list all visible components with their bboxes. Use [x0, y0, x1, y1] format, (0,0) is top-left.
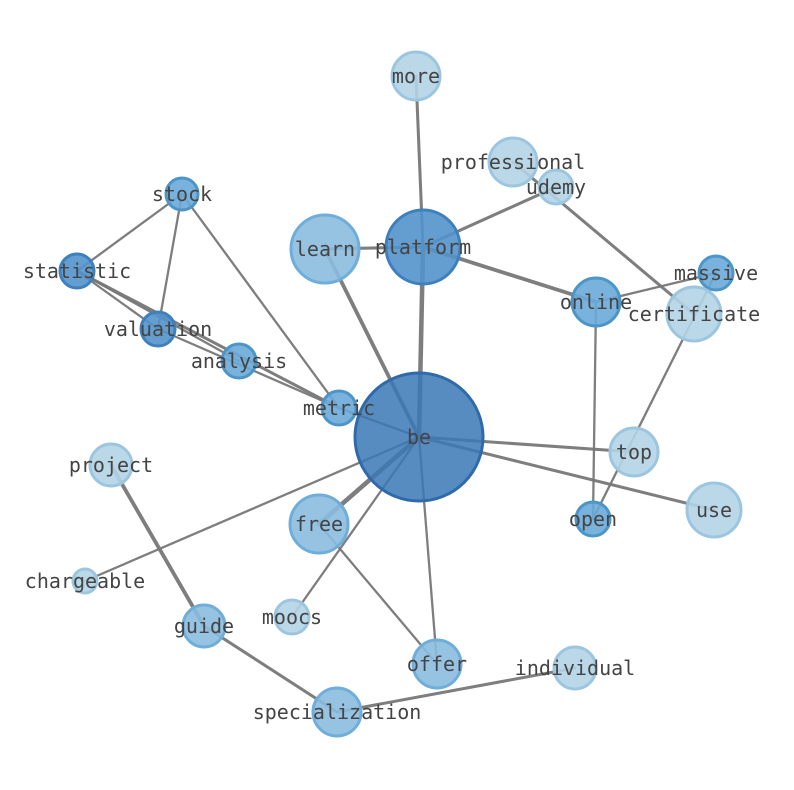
label-individual: individual [515, 656, 635, 680]
label-project: project [69, 453, 153, 477]
label-platform: platform [375, 235, 471, 259]
label-udemy: udemy [526, 175, 586, 199]
node-offer [411, 638, 463, 690]
label-professional: professional [441, 150, 586, 174]
label-use: use [696, 498, 732, 522]
edge-specialization-individual [335, 666, 577, 714]
label-guide: guide [174, 614, 234, 638]
edge-guide-specialization [202, 624, 339, 714]
node-professional [487, 136, 539, 188]
node-platform [384, 208, 462, 286]
node-more [390, 50, 442, 102]
label-statistic: statistic [23, 259, 131, 283]
label-massive: massive [674, 261, 758, 285]
node-analysis [220, 342, 258, 380]
node-individual [552, 645, 598, 691]
node-valuation [139, 310, 177, 348]
node-be [353, 371, 485, 503]
label-top: top [616, 440, 652, 464]
node-chargeable [71, 567, 99, 595]
nodes-layer [58, 50, 743, 738]
label-stock: stock [152, 182, 212, 206]
node-massive [697, 254, 735, 292]
node-udemy [537, 168, 575, 206]
edge-free-offer [317, 522, 439, 666]
node-moocs [273, 598, 311, 636]
label-be: be [407, 425, 431, 449]
node-metric [320, 389, 358, 427]
node-certificate [665, 285, 723, 343]
label-analysis: analysis [191, 349, 287, 373]
label-valuation: valuation [104, 317, 212, 341]
label-online: online [560, 290, 632, 314]
edge-stock-valuation [156, 192, 184, 331]
node-open [574, 500, 612, 538]
node-stock [164, 176, 200, 212]
node-top [608, 426, 660, 478]
node-online [570, 276, 622, 328]
label-specialization: specialization [253, 700, 422, 724]
node-use [685, 481, 743, 539]
node-learn [289, 213, 361, 285]
node-guide [181, 603, 227, 649]
label-learn: learn [295, 237, 355, 261]
node-project [88, 442, 134, 488]
label-chargeable: chargeable [25, 569, 145, 593]
label-moocs: moocs [262, 605, 322, 629]
node-free [288, 493, 350, 555]
label-certificate: certificate [628, 302, 760, 326]
node-statistic [58, 252, 96, 290]
edge-project-guide [109, 463, 206, 628]
edge-stock-metric [180, 192, 341, 410]
node-specialization [311, 686, 363, 738]
label-open: open [569, 507, 617, 531]
label-metric: metric [303, 396, 375, 420]
label-free: free [295, 512, 343, 536]
edge-stock-statistic [75, 192, 184, 273]
label-offer: offer [407, 652, 467, 676]
edge-statistic-metric [75, 269, 341, 410]
edge-online-open [591, 300, 598, 521]
label-more: more [392, 64, 440, 88]
